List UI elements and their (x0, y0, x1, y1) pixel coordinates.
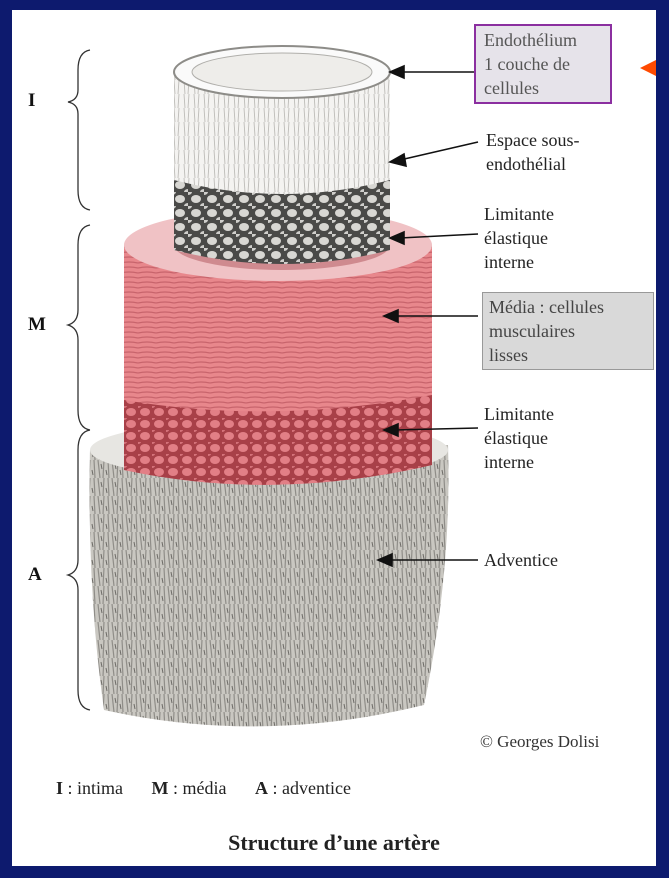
diagram-panel: I M A Endothélium 1 couche de cellules E… (12, 10, 656, 866)
label-media: Média : cellules musculaires lisses (482, 292, 654, 370)
label-subendothelial-space: Espace sous- endothélial (486, 128, 579, 176)
legend-text-intima: : intima (68, 778, 124, 798)
legend-key-adventitia: A (255, 778, 268, 798)
label-internal-elastic-lamina-bottom: Limitante élastique interne (484, 402, 554, 474)
adventitia-layer (90, 445, 449, 726)
brace-adventitia (68, 430, 90, 710)
legend-key-intima: I (56, 778, 63, 798)
legend-text-media: : média (173, 778, 226, 798)
legend-text-adventitia: : adventice (273, 778, 351, 798)
layer-letter-intima: I (28, 90, 35, 112)
layer-letter-adventitia: A (28, 564, 42, 586)
copyright-notice: © Georges Dolisi (480, 732, 599, 752)
layer-legend: I : intima M : média A : adventice (56, 778, 351, 799)
brace-media (68, 225, 90, 430)
layer-letter-media: M (28, 314, 46, 336)
legend-key-media: M (152, 778, 169, 798)
brace-intima (68, 50, 90, 210)
pointer-arrow-icon (640, 58, 656, 78)
label-internal-elastic-lamina-top: Limitante élastique interne (484, 202, 554, 274)
diagram-caption: Structure d’une artère (12, 830, 656, 856)
lumen (192, 53, 372, 91)
label-adventitia: Adventice (484, 548, 558, 572)
label-endothelium: Endothélium 1 couche de cellules (474, 24, 612, 104)
